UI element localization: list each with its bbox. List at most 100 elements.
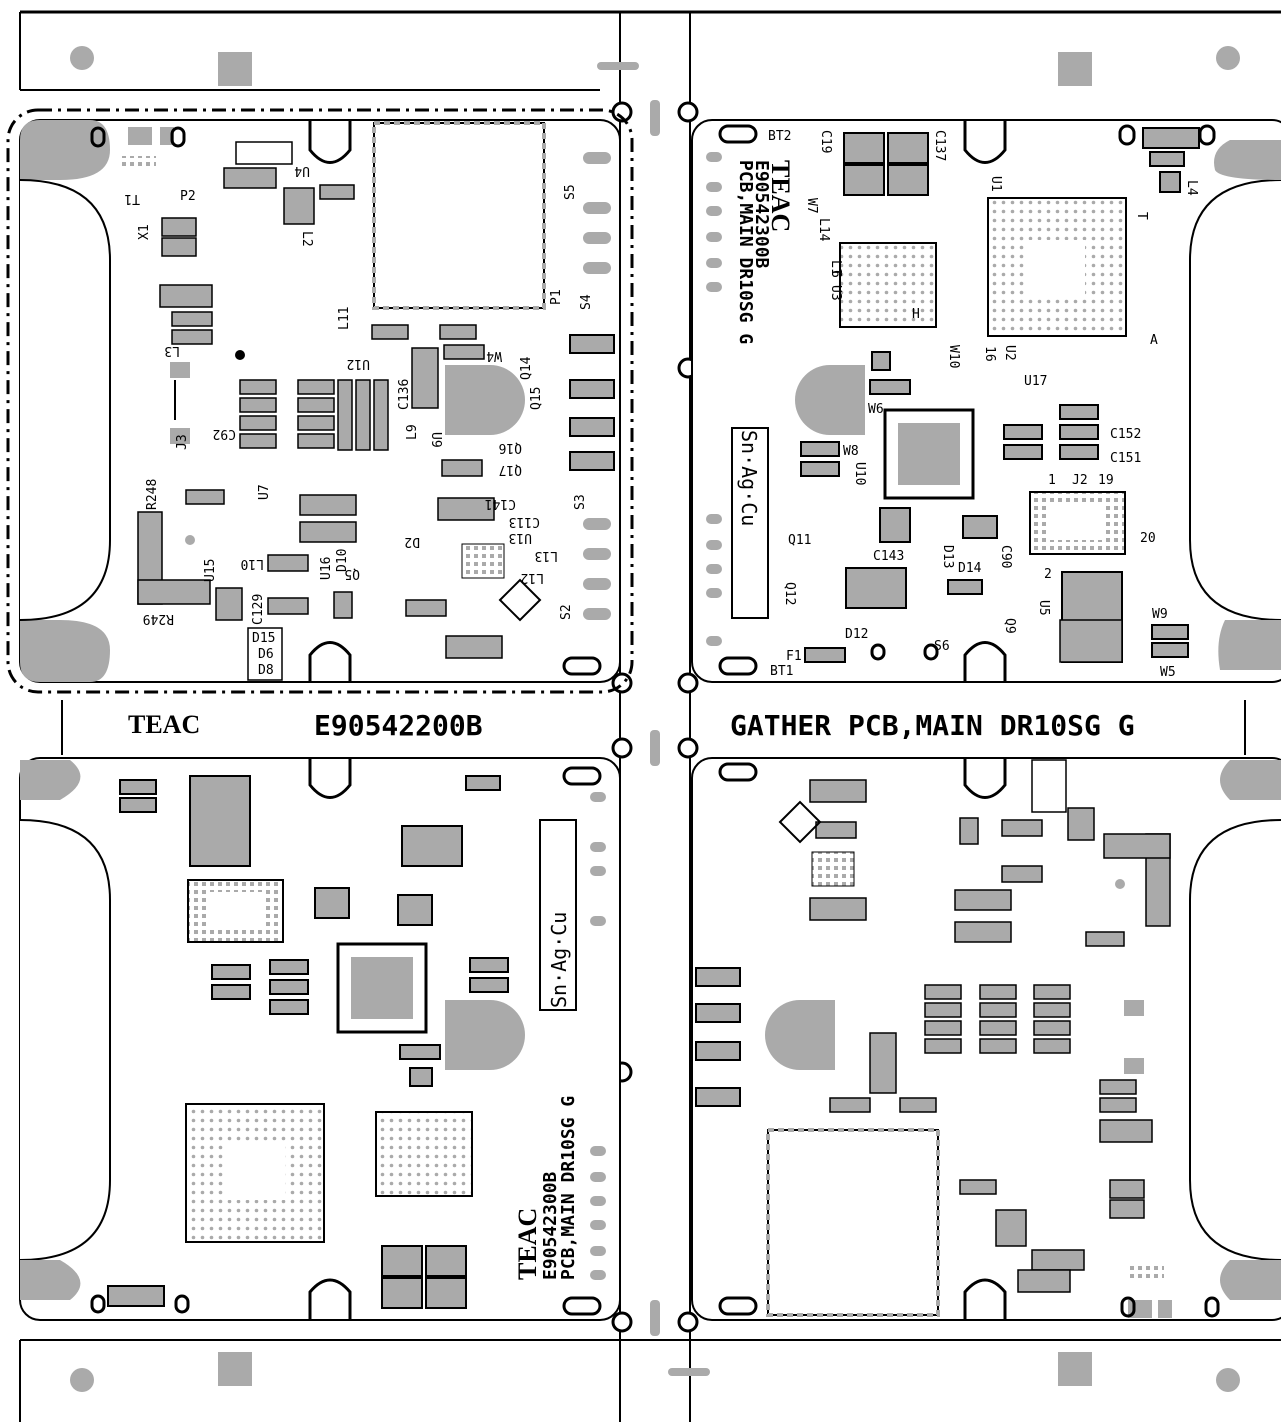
ref-L10: L10	[241, 556, 264, 571]
board-part-number-bottom-left: E90542300B	[540, 1171, 561, 1280]
ref-Q14: Q14	[519, 356, 534, 380]
pin-6: 6	[828, 270, 843, 278]
board-name: PCB,MAIN DR10SG G	[735, 160, 756, 344]
panel-part-number: E90542200B	[314, 709, 483, 742]
board-name-bottom-left: PCB,MAIN DR10SG G	[558, 1096, 579, 1280]
ref-U12: U12	[347, 356, 370, 371]
board-top-left-labels: P2 T1 X1 U4 L2 L3 J3 C92 R248 R249 U15 U…	[124, 163, 594, 678]
ref-S4: S4	[579, 294, 594, 310]
ref-U5: U5	[1036, 600, 1051, 616]
ref-D12: D12	[845, 627, 868, 642]
board-top-right	[691, 119, 1281, 683]
ref-S3: S3	[573, 494, 588, 510]
pin-16: 16	[982, 346, 997, 362]
ref-W9: W9	[1152, 607, 1168, 622]
ref-BT2: BT2	[768, 129, 791, 144]
ref-W8: W8	[843, 444, 859, 459]
panel-title: GATHER PCB,MAIN DR10SG G	[730, 709, 1135, 742]
mark-H: H	[912, 307, 920, 322]
ref-Q9: Q9	[1002, 618, 1017, 634]
ref-Q17: Q17	[499, 462, 522, 477]
solder-spec: Sn·Ag·Cu	[737, 430, 761, 526]
solder-spec-bottom-left: Sn·Ag·Cu	[547, 912, 571, 1008]
ref-C113: C113	[509, 514, 540, 529]
ref-U17: U17	[1024, 374, 1047, 389]
board-top-left	[6, 108, 634, 694]
ref-J3: J3	[175, 434, 190, 450]
ref-C129: C129	[251, 594, 266, 625]
ref-Q16: Q16	[499, 440, 522, 455]
mark-T: T	[1134, 212, 1149, 220]
ref-L4: L4	[1184, 180, 1199, 196]
ref-C136: C136	[397, 379, 412, 410]
panel-brand: TEAC	[128, 710, 200, 739]
pin-1: 1	[1048, 473, 1056, 488]
ref-L9: L9	[405, 424, 420, 440]
breakaway-tabs	[611, 101, 699, 1333]
ref-C137: C137	[932, 130, 947, 161]
ref-R249: R249	[143, 611, 174, 626]
ref-U3: U3	[828, 285, 843, 301]
board-top-right-labels: BT2 BT1 F1 C19 C137 W7 L14 L1 U3 U1 U2 W…	[735, 129, 1199, 680]
ref-U16: U16	[319, 557, 334, 580]
ref-C92: C92	[213, 426, 236, 441]
ref-L1: L1	[828, 260, 843, 276]
ref-L14: L14	[816, 218, 831, 242]
board-bottom-left: Sn·Ag·Cu TEAC E90542300B PCB,MAIN DR10SG…	[19, 757, 621, 1321]
ref-L12: L12	[521, 570, 544, 585]
ref-P2: P2	[180, 189, 196, 204]
pin-20: 20	[1140, 531, 1156, 546]
ref-D13: D13	[940, 545, 955, 568]
ref-X1: X1	[137, 224, 152, 240]
ref-U9: U9	[428, 432, 443, 448]
board-bottom-right	[691, 757, 1281, 1321]
ref-Q11: Q11	[788, 533, 811, 548]
ref-W7: W7	[804, 198, 819, 214]
ref-U4: U4	[294, 163, 310, 178]
ref-L3: L3	[164, 343, 180, 358]
ref-D14: D14	[958, 561, 982, 576]
ref-Q5: Q5	[344, 566, 360, 581]
ref-L2: L2	[299, 231, 314, 247]
panel-legend: TEAC E90542200B GATHER PCB,MAIN DR10SG G	[128, 709, 1135, 742]
ref-D15: D15	[252, 631, 275, 646]
ref-U10: U10	[852, 462, 867, 485]
ref-U1: U1	[988, 176, 1003, 192]
board-brand: TEAC	[766, 160, 795, 232]
ref-D6: D6	[258, 647, 274, 662]
ref-T1: T1	[124, 191, 140, 206]
ref-C143: C143	[873, 549, 904, 564]
ref-L11: L11	[337, 307, 352, 330]
ref-D8: D8	[258, 663, 274, 678]
ref-F1: F1	[786, 649, 802, 664]
ref-S6: S6	[934, 639, 950, 654]
pin-19: 19	[1098, 473, 1114, 488]
ref-C141: C141	[485, 496, 516, 511]
ref-C19: C19	[818, 130, 833, 153]
ref-W5: W5	[1160, 665, 1176, 680]
ref-U13: U13	[509, 530, 532, 545]
ref-U15: U15	[203, 559, 218, 582]
ref-W10: W10	[946, 345, 961, 368]
rail-tooling-marks	[70, 46, 1240, 1392]
ref-D2: D2	[404, 534, 420, 549]
ref-Q12: Q12	[782, 582, 797, 605]
ref-J2: J2	[1072, 473, 1088, 488]
ref-W4: W4	[486, 348, 502, 363]
ref-BT1: BT1	[770, 664, 793, 679]
ref-P1: P1	[549, 289, 564, 305]
ref-Q15: Q15	[529, 387, 544, 410]
board-part-number: E90542300B	[751, 160, 772, 269]
pin-2: 2	[1044, 567, 1052, 582]
mark-A: A	[1150, 333, 1158, 348]
ref-C151: C151	[1110, 451, 1141, 466]
ref-S2: S2	[559, 604, 574, 620]
ref-U2: U2	[1002, 345, 1017, 361]
ref-S5: S5	[563, 184, 578, 200]
ref-C90: C90	[998, 545, 1013, 568]
ref-R248: R248	[145, 479, 160, 510]
ref-W6: W6	[868, 402, 884, 417]
ref-U7: U7	[257, 484, 272, 500]
board-brand-bottom-left: TEAC	[513, 1208, 542, 1280]
